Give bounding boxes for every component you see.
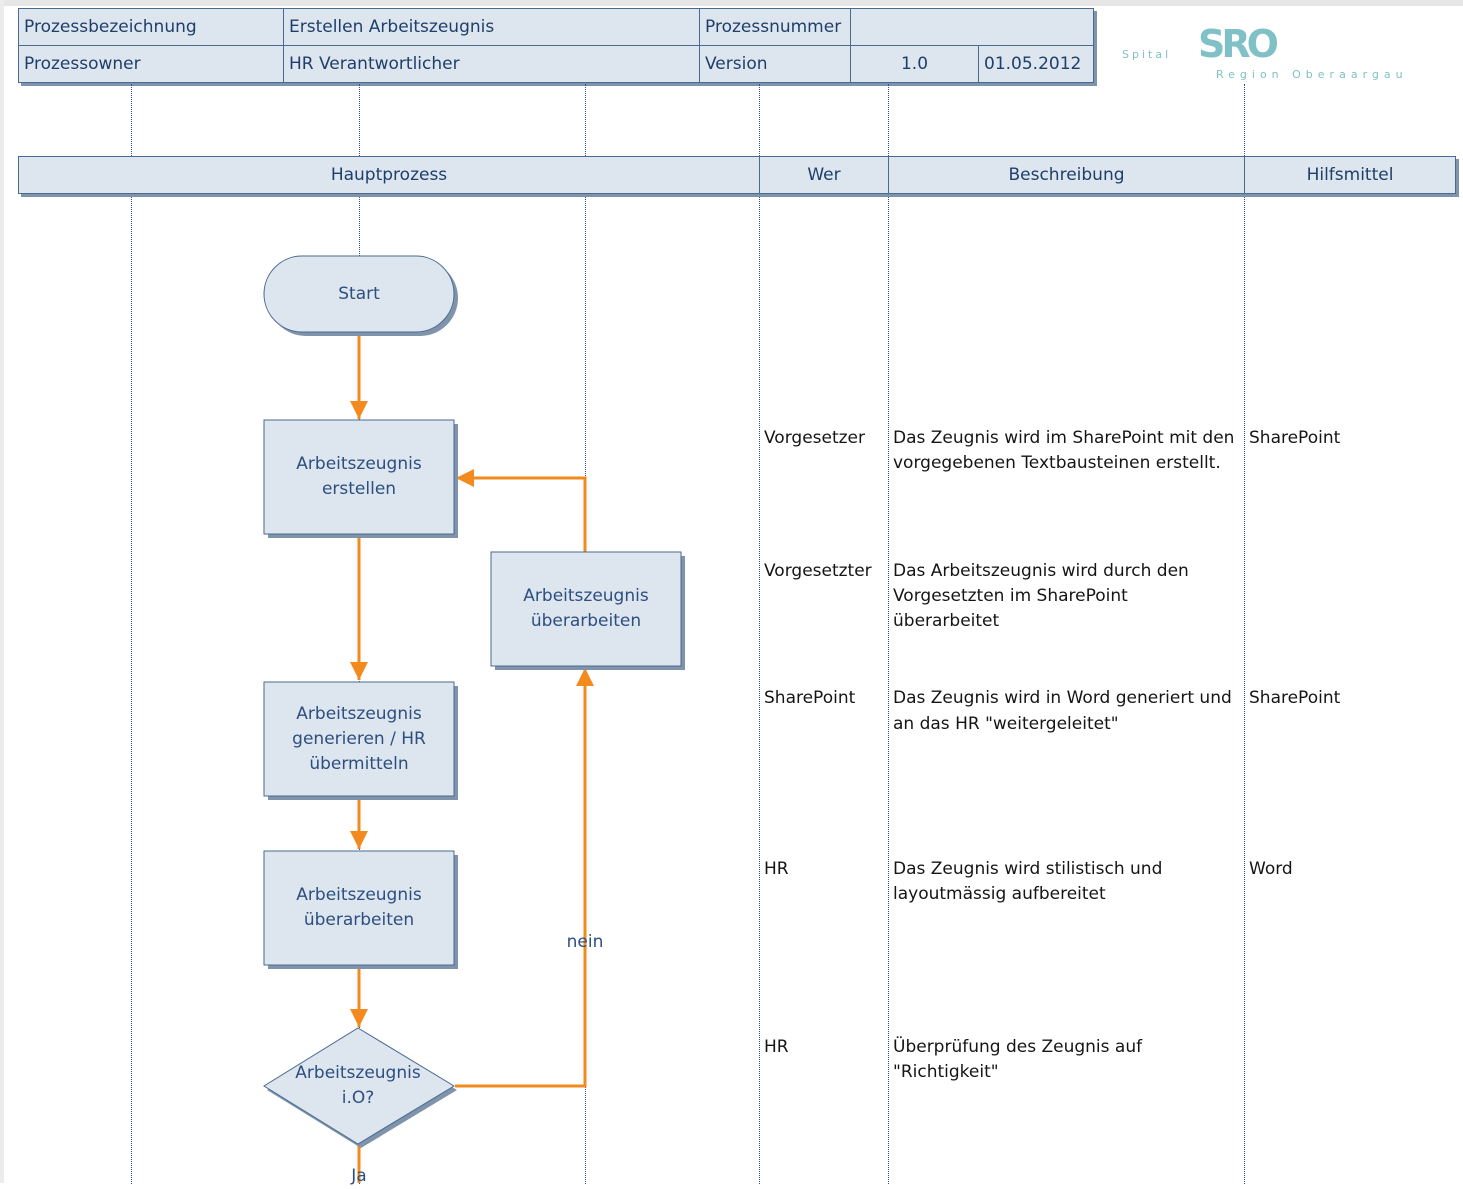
- logo-spital-text: Spital: [1122, 48, 1172, 61]
- yes-branch-label: Ja: [351, 1165, 367, 1186]
- generate-step-label: Arbeitszeugnis generieren / HR übermitte…: [292, 703, 426, 774]
- column-header-tools: Hilfsmittel: [1244, 156, 1456, 194]
- lane-line: [1244, 84, 1245, 1184]
- row-description-line: Das Zeugnis wird im SharePoint mit den: [893, 428, 1235, 448]
- revise-hr-step-label: Arbeitszeugnis überarbeiten: [296, 885, 422, 930]
- process-box-create: [263, 419, 458, 538]
- column-header-who: Wer: [759, 156, 889, 194]
- owner-label: Prozessowner: [18, 45, 284, 83]
- row-tool: SharePoint: [1249, 428, 1341, 448]
- connector-decision-no-loop: [455, 668, 594, 1088]
- row-who: HR: [764, 859, 789, 879]
- row-description-line: an das HR "weitergeleitet": [893, 714, 1119, 734]
- process-name-value: Erstellen Arbeitszeugnis: [283, 8, 700, 46]
- row-who: HR: [764, 1037, 789, 1057]
- window-top-strip: [0, 0, 1463, 6]
- lane-line: [131, 84, 132, 1184]
- no-branch-label: nein: [566, 931, 604, 952]
- row-description-line: Vorgesetzten im SharePoint: [893, 586, 1128, 606]
- row-description-line: "Richtigkeit": [893, 1062, 999, 1082]
- connectors: [350, 333, 594, 1183]
- row-who: Vorgesetzter: [764, 561, 872, 581]
- create-step-label: Arbeitszeugnis erstellen: [296, 454, 422, 499]
- process-box-generate: [263, 681, 458, 800]
- column-header-description: Beschreibung: [888, 156, 1245, 194]
- owner-value: HR Verantwortlicher: [283, 45, 700, 83]
- version-date: 01.05.2012: [978, 45, 1094, 83]
- row-description-line: überarbeitet: [893, 611, 1000, 631]
- revise-supervisor-step-label: Arbeitszeugnis überarbeiten: [523, 586, 649, 631]
- column-header-main: Hauptprozess: [18, 156, 760, 194]
- lane-line: [759, 84, 760, 1184]
- row-who: Vorgesetzer: [764, 428, 866, 448]
- version-value: 1.0: [850, 45, 979, 83]
- row-description-line: vorgegebenen Textbausteinen erstellt.: [893, 453, 1221, 473]
- process-box-revise-supervisor: [490, 551, 685, 670]
- window-left-strip: [0, 0, 4, 1183]
- row-description-line: Das Zeugnis wird in Word generiert und: [893, 688, 1232, 708]
- lane-line: [888, 84, 889, 1184]
- process-box-revise-hr: [263, 850, 458, 969]
- row-description-line: layoutmässig aufbereitet: [893, 884, 1106, 904]
- row-who: SharePoint: [764, 688, 856, 708]
- logo-region-text: Region Oberaargau: [1216, 68, 1408, 81]
- connector-revision-to-create: [456, 469, 587, 552]
- logo-mark: SRO: [1198, 22, 1279, 66]
- version-label: Version: [699, 45, 851, 83]
- row-description-line: Das Zeugnis wird stilistisch und: [893, 859, 1163, 879]
- row-tool: SharePoint: [1249, 688, 1341, 708]
- decision-diamond: [263, 1027, 457, 1148]
- start-label: Start: [338, 283, 380, 304]
- row-description-line: Überprüfung des Zeugnis auf: [893, 1037, 1143, 1057]
- decision-label: Arbeitszeugnis i.O?: [295, 1063, 421, 1108]
- row-tool: Word: [1249, 859, 1293, 879]
- row-description-line: Das Arbeitszeugnis wird durch den: [893, 561, 1189, 581]
- start-terminator: [263, 255, 458, 336]
- process-number-value: [850, 8, 1094, 46]
